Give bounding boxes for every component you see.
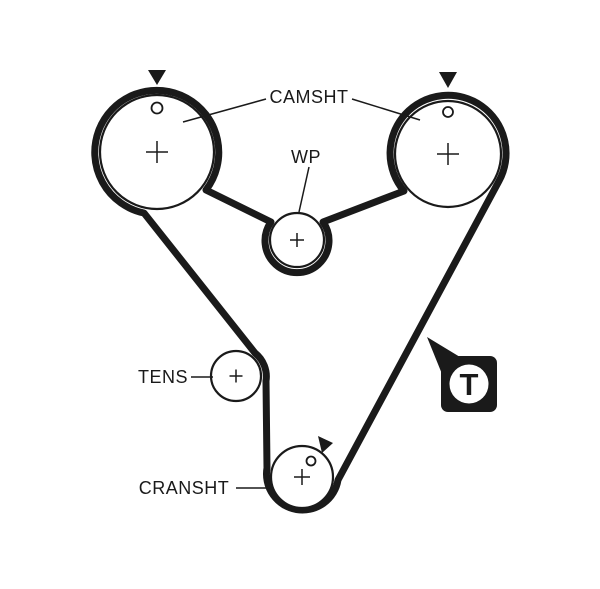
label-camshaft: CAMSHT — [270, 87, 349, 107]
timing-mark-arrow-crank — [318, 436, 333, 453]
leader-camshaft-left — [182, 98, 267, 123]
label-water-pump: WP — [291, 147, 321, 167]
camshaft-right-center-mark — [437, 143, 459, 165]
label-tensioner: TENS — [138, 367, 188, 387]
camshaft-left-bolt-hole — [150, 101, 164, 115]
label-crankshaft: CRANSHT — [139, 478, 230, 498]
leader-water-pump — [298, 166, 310, 213]
camshaft-left-center-mark — [146, 141, 168, 163]
camshaft-right-bolt-hole — [442, 106, 454, 118]
tensioner-center-mark — [229, 369, 243, 383]
timing-mark-arrow-right — [439, 72, 457, 88]
timing-belt — [91, 86, 510, 514]
water-pump-center-mark — [290, 233, 304, 247]
tensioner-logo: T — [427, 337, 497, 412]
tensioner-logo-circle — [449, 364, 489, 404]
timing-mark-arrow-left — [148, 70, 166, 85]
crankshaft-center-mark — [294, 469, 310, 485]
crankshaft-bolt-hole — [305, 455, 317, 467]
leader-camshaft-right — [351, 98, 421, 121]
tensioner-logo-letter: T — [460, 367, 479, 402]
